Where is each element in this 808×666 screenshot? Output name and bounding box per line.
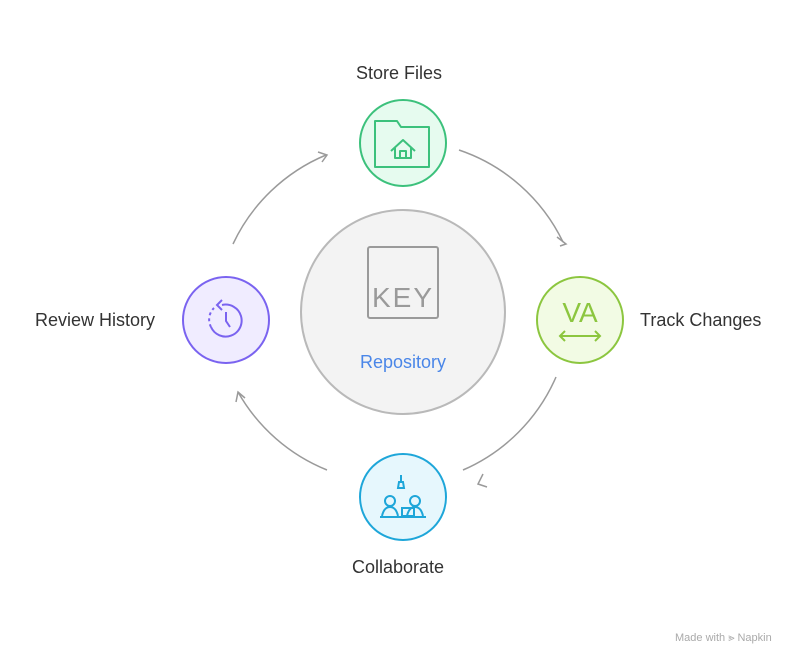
cycle-arrows [232,149,568,488]
track-changes-node: VA [536,276,624,364]
svg-text:VA: VA [562,297,598,328]
label-repository: Repository [359,352,447,372]
arrowhead [235,390,246,403]
va-arrow-icon: VA [558,297,602,342]
arc-collab-to-review [237,391,328,471]
folder-home-icon [374,120,430,168]
arrowhead [556,236,568,247]
arrowhead [317,151,329,163]
key-icon: KEY [367,246,439,319]
arrowhead [476,473,488,488]
review-history-node [182,276,270,364]
collaborate-node [359,453,447,541]
repository-circle: KEY [300,209,506,415]
arc-track-to-collab [462,376,557,471]
label-track-changes: Track Changes [640,310,762,330]
label-review-history: Review History [35,310,156,330]
collaborators-icon [380,475,426,518]
arc-store-to-track [458,149,564,243]
label-collaborate: Collaborate [352,557,445,577]
store-files-node [359,99,447,187]
watermark: Made with ⪢ Napkin [675,632,772,644]
label-store-files: Store Files [356,63,443,83]
svg-text:KEY: KEY [372,282,434,313]
history-clock-icon [208,299,243,338]
arc-review-to-store [232,154,327,245]
